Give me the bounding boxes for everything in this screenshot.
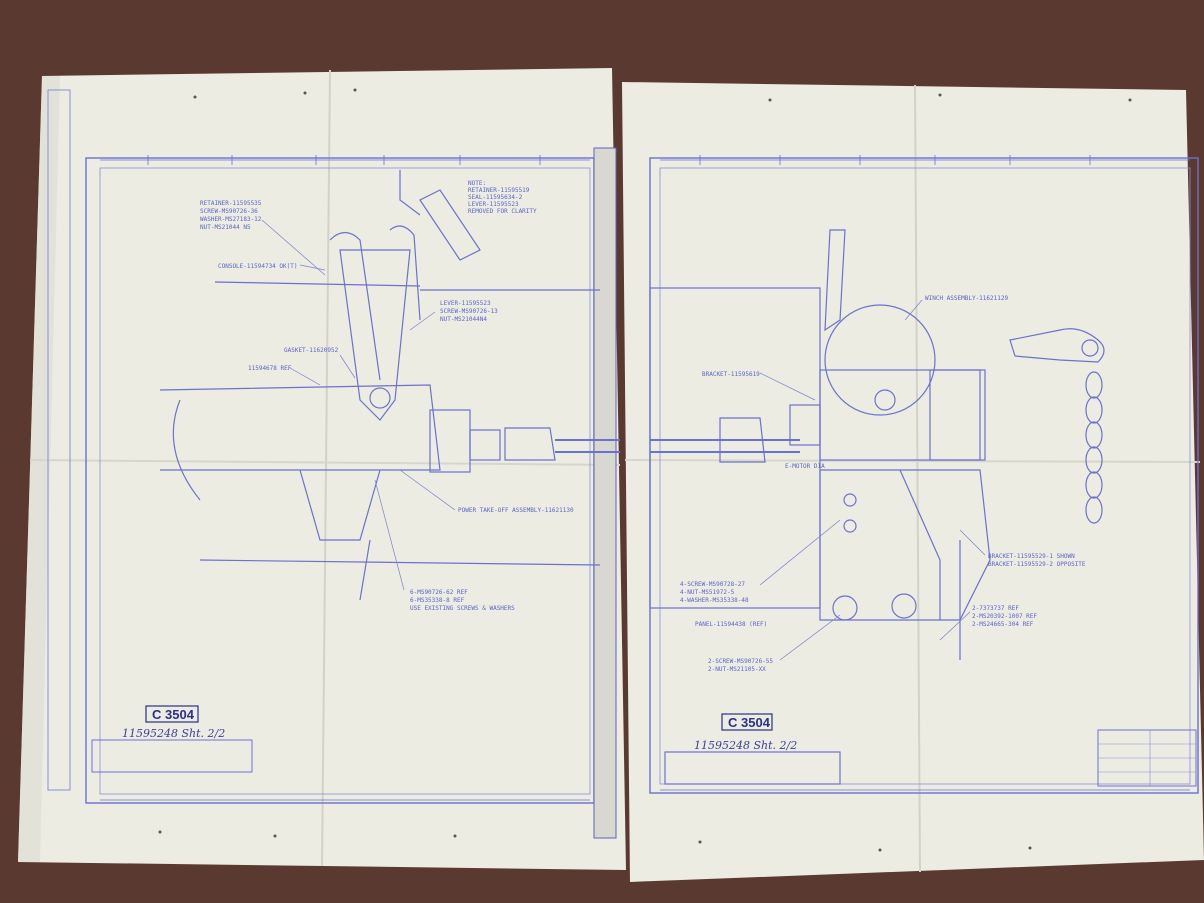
retainer-label-4: NUT-MS21044 N5 <box>200 224 251 231</box>
motor-label: E-MOTOR DIA <box>785 463 825 470</box>
refs-label-2: 2-MS20392-1007 REF <box>972 613 1037 620</box>
screws-b-label-2: 2-NUT-MS21105-XX <box>708 666 766 673</box>
note-line-4: LEVER-11595523 <box>468 201 519 208</box>
paper-right <box>622 82 1204 882</box>
screws-a-label-2: 4-NUT-MS51972-5 <box>680 589 735 596</box>
handwritten-note-left: 11595248 Sht. 2/2 <box>122 727 225 740</box>
panel-label: PANEL-11594438 (REF) <box>695 621 767 628</box>
console-label: CONSOLE-11594734 OK(T) <box>218 263 297 270</box>
pto-label: POWER TAKE-OFF ASSEMBLY-11621130 <box>458 507 574 514</box>
handwritten-note-right: 11595248 Sht. 2/2 <box>694 739 797 752</box>
note-line-2: RETAINER-11595519 <box>468 187 530 194</box>
paper-left <box>18 68 626 870</box>
screws-a-label-1: 4-SCREW-MS90728-27 <box>680 581 745 588</box>
screws-b-label-1: 2-SCREW-MS90726-55 <box>708 658 773 665</box>
refs-label-3: 2-MS24665-304 REF <box>972 621 1034 628</box>
lever-label-2: SCREW-MS90726-13 <box>440 308 498 315</box>
bracket-shown-label-1: BRACKET-11595529-1 SHOWN <box>988 553 1075 560</box>
note-line-3: SEAL-11595634-2 <box>468 194 523 201</box>
existing-label-2: 6-MS35338-8 REF <box>410 597 465 604</box>
bracket-shown-label-2: BRACKET-11595529-2 OPPOSITE <box>988 561 1086 568</box>
drawing-stamp-left: C 3504 <box>152 707 195 722</box>
existing-label-1: 6-MS90726-62 REF <box>410 589 468 596</box>
lever-label-1: LEVER-11595523 <box>440 300 491 307</box>
winch-label: WINCH ASSEMBLY-11621129 <box>925 295 1008 302</box>
retainer-label-2: SCREW-MS90726-36 <box>200 208 258 215</box>
pto-mechanism-drawing <box>159 170 620 601</box>
retainer-label-1: RETAINER-11595535 <box>200 200 262 207</box>
existing-label-3: USE EXISTING SCREWS & WASHERS <box>410 605 515 612</box>
retainer-label-3: WASHER-MS27183-12 <box>200 216 262 223</box>
bracket-label: BRACKET-11595619 <box>702 371 760 378</box>
drawing-stamp-right: C 3504 <box>728 715 771 730</box>
winch-mechanism-drawing <box>649 229 1105 785</box>
screws-a-label-3: 4-WASHER-MS35338-48 <box>680 597 749 604</box>
lever-label-3: NUT-MS21044N4 <box>440 316 487 323</box>
gasket-label: GASKET-11620952 <box>284 347 339 354</box>
note-line-1: NOTE: <box>468 180 486 187</box>
refs-label-1: 2-7373737 REF <box>972 605 1019 612</box>
note-line-5: REMOVED FOR CLARITY <box>468 208 537 215</box>
ref-part-label: 11594678 REF <box>248 365 292 372</box>
